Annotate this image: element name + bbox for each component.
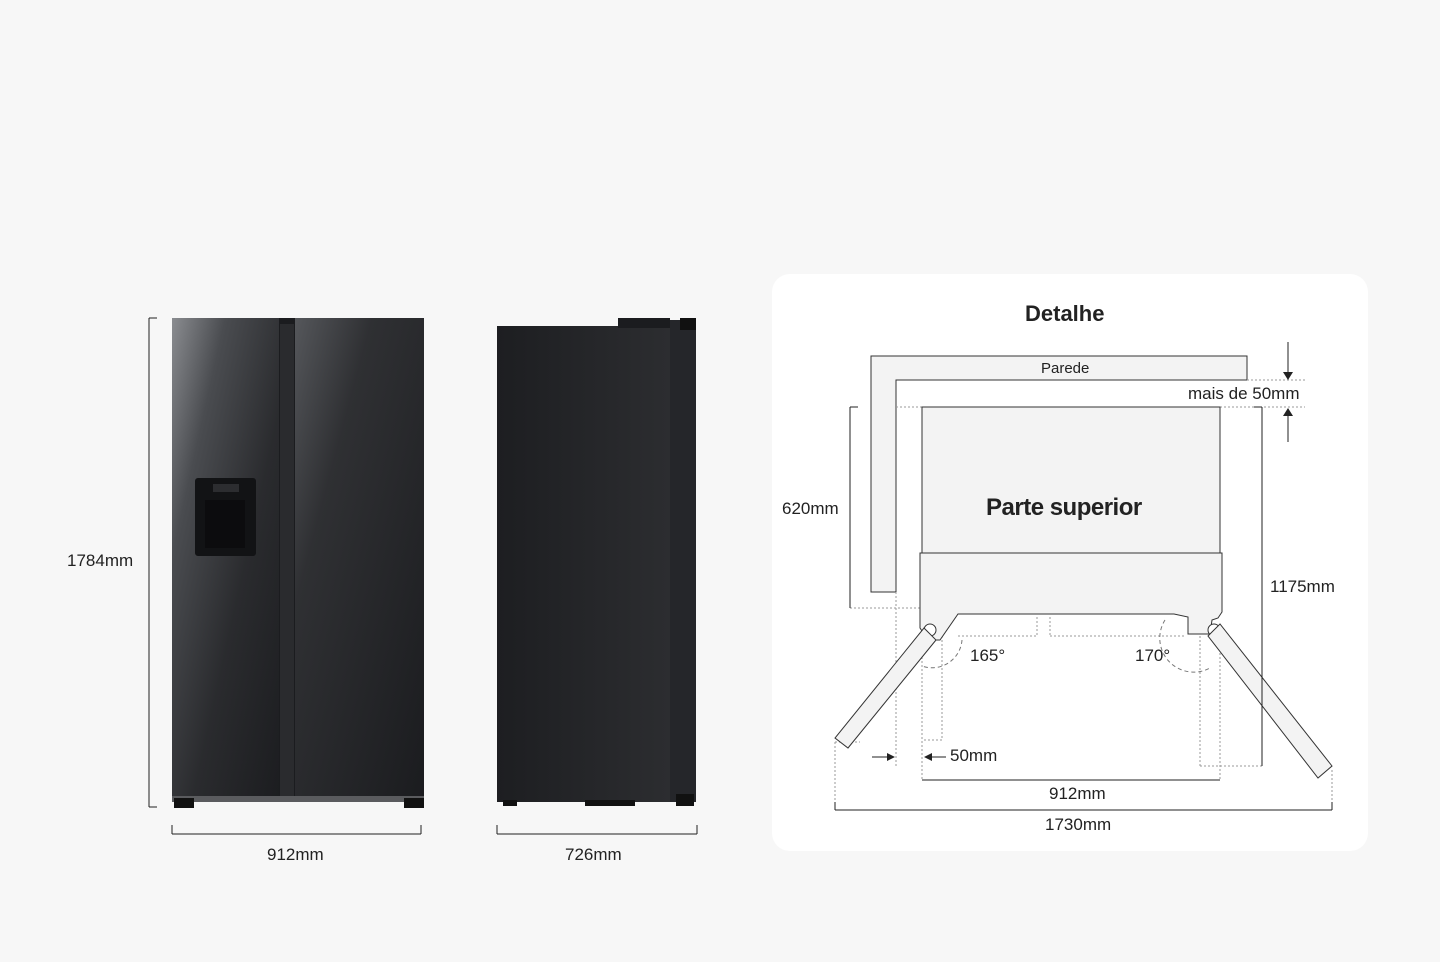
- wall-shape: [870, 355, 1248, 593]
- front-width-dimension: [171, 825, 422, 835]
- front-width-label: 912mm: [267, 845, 324, 864]
- front-height-label: 1784mm: [67, 551, 134, 570]
- front-view-fridge: [172, 318, 424, 808]
- right-door-open: [1207, 623, 1333, 779]
- depth-open-label: 1175mm: [1270, 577, 1335, 596]
- angle-arcs: [921, 619, 1211, 673]
- wall-label: Parede: [1041, 360, 1090, 377]
- width-open-label: 1730mm: [1045, 815, 1112, 834]
- depth-label: 620mm: [782, 499, 839, 518]
- width-label: 912mm: [1049, 784, 1106, 803]
- detail-title: Detalhe: [1025, 301, 1105, 326]
- detail-dimensions: [834, 342, 1333, 811]
- front-height-dimension: [148, 317, 157, 808]
- top-label: Parte superior: [986, 494, 1142, 521]
- gap-label: 50mm: [950, 746, 998, 765]
- angle-right-label: 170°: [1135, 646, 1171, 665]
- angle-left-label: 165°: [970, 646, 1006, 665]
- arrowheads: [887, 372, 1293, 761]
- fridge-top-body: [921, 406, 1221, 554]
- left-door-open: [834, 627, 937, 749]
- fridge-doors-top: [919, 552, 1223, 641]
- side-view-fridge: [497, 318, 696, 806]
- side-depth-dimension: [496, 825, 698, 835]
- side-depth-label: 726mm: [565, 845, 622, 864]
- clearance-label: mais de 50mm: [1188, 384, 1300, 403]
- right-door: [295, 318, 424, 798]
- left-door: [172, 318, 279, 798]
